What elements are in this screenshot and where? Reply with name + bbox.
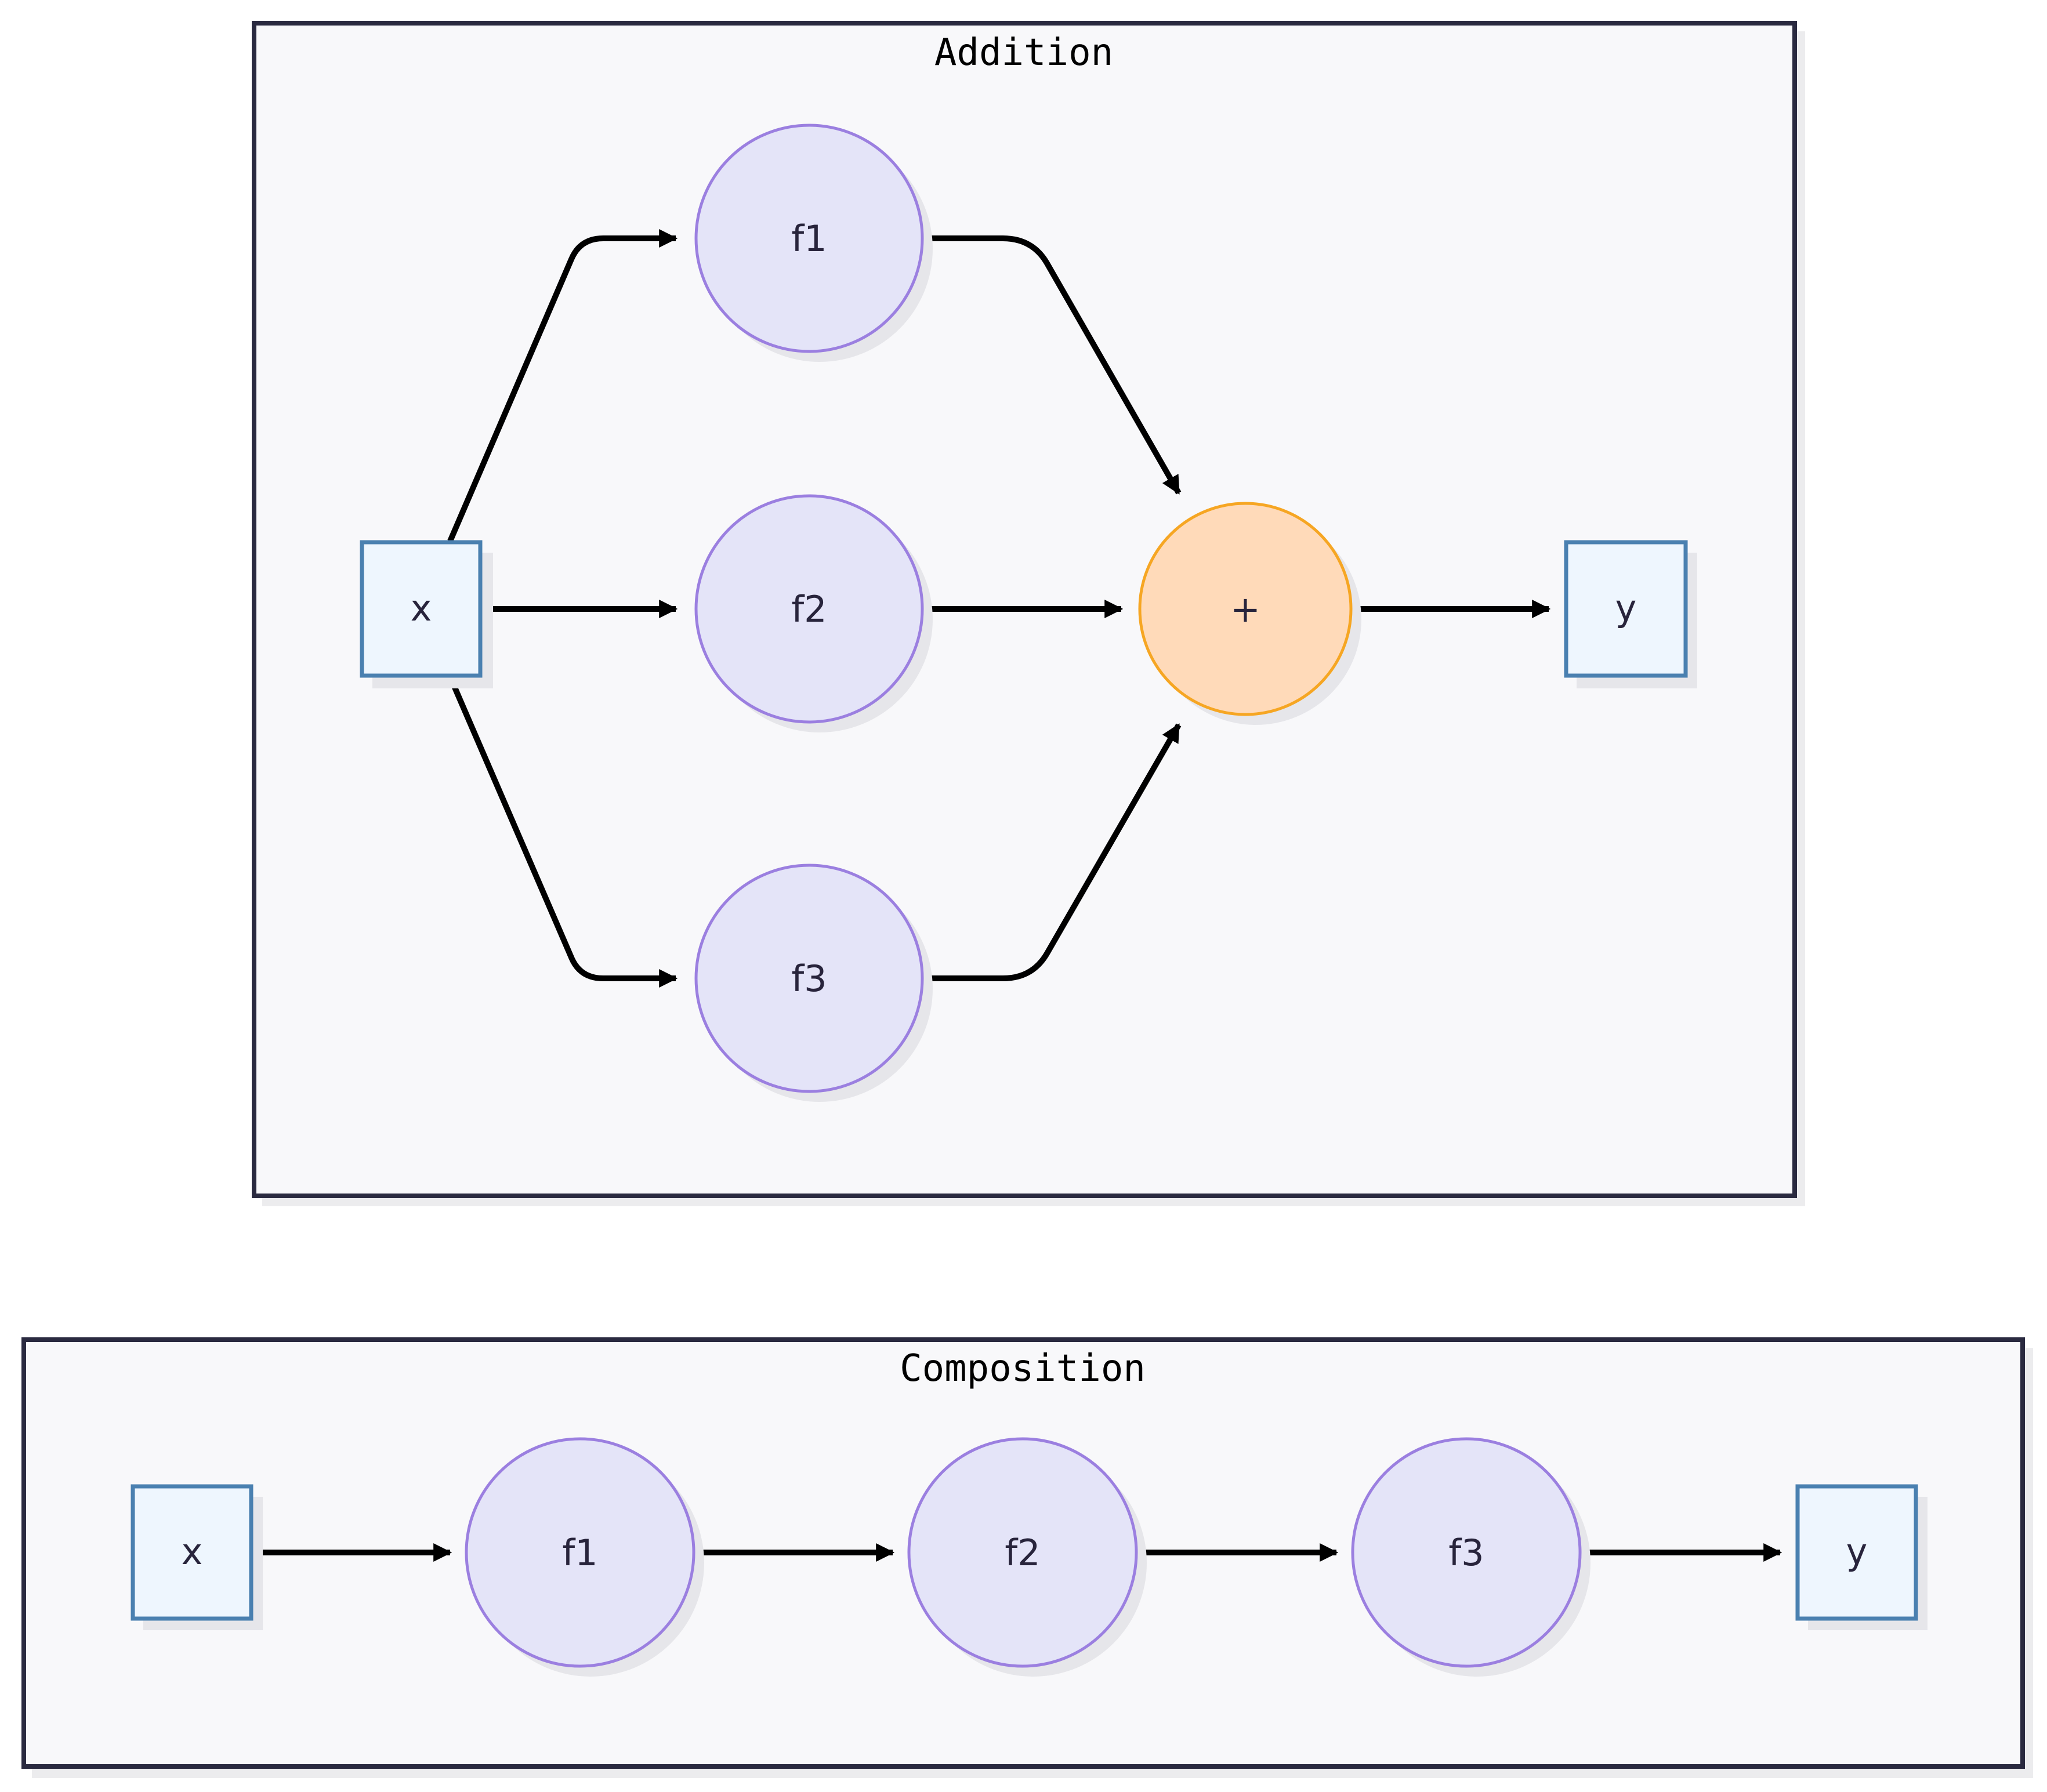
edge-x-f3[interactable]	[447, 676, 678, 988]
function-circle[interactable]	[694, 124, 924, 353]
function-circle[interactable]	[694, 494, 924, 724]
composition-node-y[interactable]: y	[1795, 1484, 1928, 1630]
addition-node-y[interactable]: y	[1564, 540, 1697, 688]
addition-node-x[interactable]: x	[360, 540, 493, 688]
addition-title: Addition	[934, 31, 1113, 74]
plus-icon: +	[1230, 588, 1260, 630]
node-label: f2	[1005, 1532, 1040, 1574]
composition-title: Composition	[900, 1347, 1146, 1390]
addition-node-f3[interactable]: f3	[694, 864, 933, 1102]
node-label: f3	[791, 957, 827, 1000]
node-label: f1	[791, 217, 827, 260]
edge-x-f1[interactable]	[447, 228, 678, 542]
function-circle[interactable]	[907, 1437, 1138, 1668]
output-box[interactable]	[1795, 1484, 1918, 1621]
node-label: f2	[791, 588, 827, 630]
operator-circle[interactable]	[1138, 502, 1353, 716]
composition-node-f3[interactable]: f3	[1351, 1437, 1590, 1677]
addition-group: Addition x f1 f2 f3	[252, 21, 1805, 1206]
composition-node-f1[interactable]: f1	[465, 1437, 704, 1677]
node-label: y	[1846, 1530, 1868, 1573]
addition-node-plus[interactable]: +	[1138, 502, 1361, 725]
composition-group: Composition x f1 f2 f3	[21, 1337, 2033, 1778]
output-box[interactable]	[1564, 540, 1688, 678]
edge-f1-plus[interactable]	[923, 235, 1182, 495]
function-circle[interactable]	[694, 864, 924, 1093]
input-box[interactable]	[360, 540, 483, 678]
composition-node-x[interactable]: x	[131, 1484, 263, 1630]
function-circle[interactable]	[465, 1437, 695, 1668]
node-label: f3	[1448, 1532, 1484, 1574]
node-label: f1	[562, 1532, 597, 1574]
node-label: x	[411, 587, 432, 629]
input-box[interactable]	[131, 1484, 253, 1621]
function-circle[interactable]	[1351, 1437, 1582, 1668]
edge-f3-plus[interactable]	[923, 723, 1182, 981]
node-label: y	[1615, 587, 1637, 629]
composition-node-f2[interactable]: f2	[907, 1437, 1147, 1677]
addition-node-f2[interactable]: f2	[694, 494, 933, 732]
node-label: x	[182, 1530, 203, 1573]
addition-node-f1[interactable]: f1	[694, 124, 933, 362]
